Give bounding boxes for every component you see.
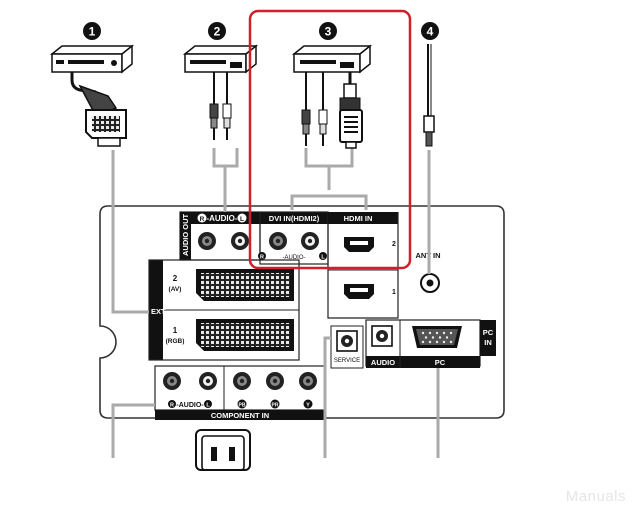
ant-in-jack[interactable] [420,273,440,293]
power-socket [195,429,251,471]
audio-out-label: AUDIO OUT [181,214,190,257]
callout-2: 2 [208,22,226,40]
callout-1-number: 1 [89,25,96,39]
callout-1: 1 [83,22,101,40]
scart-1-num: 1 [173,326,178,335]
highlight-box [248,9,412,270]
audio-word: -AUDIO- [206,214,237,223]
pc-label: PC [435,358,446,367]
pr-label: PR [272,403,279,409]
dvi-l-letter: L [321,255,325,261]
dvi-in-label: DVI IN(HDMI2) [269,214,320,223]
scart-2-num: 2 [173,274,178,283]
dvi-audio-l-jack[interactable] [301,232,319,250]
component-audio-l-jack[interactable] [199,372,217,390]
hdmi-port-1-num: 1 [392,289,396,296]
device-3-source [291,44,373,149]
service-label: SERVICE [334,358,360,364]
audio-out-r-jack[interactable] [198,232,216,250]
pc-audio-label: AUDIO [371,358,395,367]
callout-2-number: 2 [214,25,221,39]
callout-4: 4 [421,22,439,40]
component-pr-jack[interactable] [266,372,284,390]
scart-1-sub: (RGB) [166,338,185,345]
pc-in-label-2: IN [484,338,492,347]
callout-4-number: 4 [427,25,434,39]
component-pb-jack[interactable] [233,372,251,390]
service-jack[interactable] [336,330,358,352]
component-audio-r-jack[interactable] [163,372,181,390]
ext-label: EXT [151,307,166,316]
comp-l-letter: L [206,403,210,409]
scart-port-2[interactable] [196,269,294,301]
component-in-label: COMPONENT IN [211,411,269,420]
hdmi-port-2-num: 2 [392,241,396,248]
y-label: Y [306,403,310,409]
device-2-audio [182,44,259,140]
dvi-r-letter: R [260,255,264,261]
hdmi-port-1[interactable] [344,284,374,299]
scart-port-1[interactable] [196,319,294,351]
scart-2-sub: (AV) [169,286,182,293]
audio-r-letter: R [200,216,205,223]
pc-audio-jack[interactable] [371,325,393,347]
connection-lines [111,148,440,458]
hdmi-in-block: HDMI IN 2 1 [327,212,399,319]
dvi-audio-r-jack[interactable] [269,232,287,250]
callout-3-number: 3 [325,25,332,39]
watermark: Manuals [565,488,626,505]
dvi-audio-word: -AUDIO- [283,255,306,261]
pc-in-label-1: PC [483,328,494,337]
device-4-antenna [423,44,435,147]
comp-audio-word: -AUDIO- [176,402,204,409]
comp-r-letter: R [170,403,174,409]
component-in-block: R -AUDIO- L PB PR Y COMPONENT IN [154,365,326,420]
component-y-jack[interactable] [299,372,317,390]
audio-out-l-jack[interactable] [231,232,249,250]
audio-l-letter: L [240,216,244,223]
pc-vga-port[interactable] [412,326,462,348]
hdmi-port-2[interactable] [344,237,374,252]
hdmi-in-label: HDMI IN [344,214,373,223]
pc-block: AUDIO PC PC IN [365,319,496,368]
ext-scart-block: EXT 2 (AV) 1 (RGB) [148,259,300,361]
callout-3: 3 [319,22,337,40]
audio-out-block: AUDIO OUT R -AUDIO- L [179,211,261,261]
service-block: SERVICE [330,325,364,369]
device-1-vcr [49,44,135,147]
pb-label: PB [239,403,246,409]
